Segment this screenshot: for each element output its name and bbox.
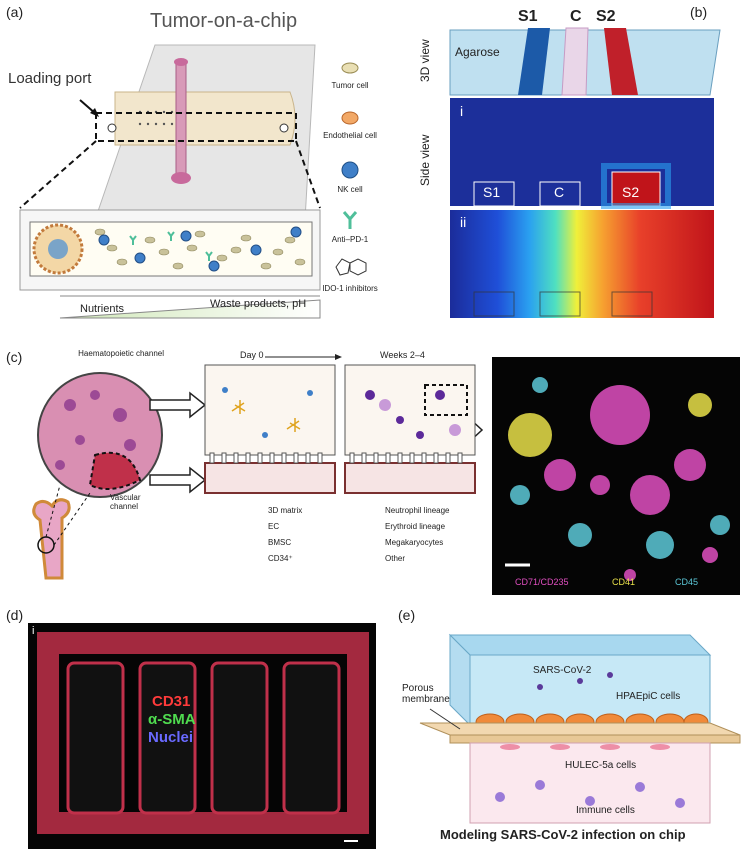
- panel-d: (d) i CD31 α-SMA Nuclei: [0, 605, 380, 850]
- stain-sma: α-SMA: [148, 711, 196, 728]
- molecule-icon: [335, 258, 367, 276]
- loading-port-label: Loading port: [8, 70, 92, 87]
- sars-cov-2-chip-diagram: [419, 633, 741, 824]
- legend-antibody: Anti–PD-1: [320, 210, 380, 255]
- legend-text: Endothelial cell: [323, 131, 377, 140]
- view-side-label: Side view: [418, 134, 432, 186]
- panel-a-title: Tumor-on-a-chip: [150, 10, 298, 32]
- vascular-channel-label: Vascular channel: [110, 493, 141, 511]
- panel-b-label: (b): [690, 4, 708, 20]
- gradient-diagram: [449, 27, 721, 318]
- sub-i-label: i: [32, 625, 35, 637]
- panel-a-legend: Tumor cell Endothelial cell NK cell Anti…: [320, 60, 380, 305]
- legend-3d-matrix: 3D matrix: [268, 506, 303, 515]
- panel-a-label: (a): [6, 4, 24, 20]
- hulec-label: HULEC-5a cells: [565, 760, 637, 771]
- box-s2-label: S2: [622, 184, 640, 200]
- panel-c-label: (c): [6, 349, 23, 365]
- box-s1-label: S1: [483, 184, 501, 200]
- view-3d-label: 3D view: [418, 39, 432, 82]
- immune-label: Immune cells: [576, 805, 635, 816]
- antibody-icon: [342, 211, 358, 229]
- c-top-label: C: [570, 8, 582, 25]
- legend-text: Anti–PD-1: [331, 235, 369, 244]
- panel-b: (b) S1 C S: [390, 0, 748, 330]
- legend-right: Neutrophil lineage Erythroid lineage Meg…: [385, 503, 450, 567]
- nutrients-label: Nutrients: [80, 303, 125, 315]
- legend-neutrophil: Neutrophil lineage: [385, 506, 450, 515]
- marker-cd71: CD71/CD235: [515, 577, 569, 587]
- haem-channel-label: Haematopoietic channel: [78, 349, 164, 358]
- nk-cell-icon: [341, 161, 359, 179]
- weeks-label: Weeks 2–4: [380, 350, 425, 360]
- marker-cd41: CD41: [612, 577, 636, 587]
- legend-other: Other: [385, 554, 406, 563]
- stain-nuclei: Nuclei: [148, 729, 194, 746]
- legend-left: 3D matrix EC BMSC CD34⁺: [268, 503, 302, 567]
- legend-megakaryocytes: Megakaryocytes: [385, 538, 444, 547]
- s2-top-label: S2: [596, 8, 616, 25]
- panel-c: (c): [0, 345, 748, 600]
- porous-membrane-label: Porous membrane: [402, 683, 450, 705]
- legend-text: NK cell: [337, 185, 363, 194]
- sub-ii-label: ii: [460, 214, 467, 230]
- agarose-label: Agarose: [455, 45, 500, 59]
- virus-label: SARS-CoV-2: [533, 665, 592, 676]
- legend-nk: NK cell: [320, 160, 380, 210]
- waste-label: Waste products, pH: [210, 298, 307, 310]
- panel-d-label: (d): [6, 607, 24, 623]
- hpaepic-label: HPAEpiC cells: [616, 691, 681, 702]
- day0-label: Day 0: [240, 350, 264, 360]
- bone-marrow-chip-diagram: [32, 354, 740, 595]
- legend-tumor: Tumor cell: [320, 60, 380, 110]
- panel-e: (e) SARS-CoV-2 HPAEpiC cells Porous memb…: [380, 605, 748, 850]
- panel-e-caption: Modeling SARS-CoV-2 infection on chip: [440, 827, 686, 842]
- panel-a: (a) Tumor-on-a-chip: [0, 0, 380, 330]
- vascular-network-image: [28, 623, 376, 849]
- tumor-chip-diagram: [19, 44, 321, 319]
- legend-cd34: CD34⁺: [268, 554, 293, 563]
- sub-i-label: i: [460, 103, 464, 119]
- s1-top-label: S1: [518, 8, 538, 25]
- panel-e-label: (e): [398, 607, 416, 623]
- stain-cd31: CD31: [152, 693, 191, 710]
- legend-ec: EC: [268, 522, 280, 531]
- legend-bmsc: BMSC: [268, 538, 292, 547]
- legend-ido1: IDO-1 inhibitors: [320, 255, 380, 305]
- legend-text: Tumor cell: [331, 81, 369, 90]
- box-c-label: C: [554, 184, 565, 200]
- legend-erythroid: Erythroid lineage: [385, 522, 446, 531]
- tumor-cell-icon: [341, 62, 359, 74]
- legend-text: IDO-1 inhibitors: [322, 284, 378, 293]
- marker-cd45: CD45: [675, 577, 699, 587]
- endothelial-cell-icon: [341, 111, 359, 125]
- legend-endothelial: Endothelial cell: [320, 110, 380, 160]
